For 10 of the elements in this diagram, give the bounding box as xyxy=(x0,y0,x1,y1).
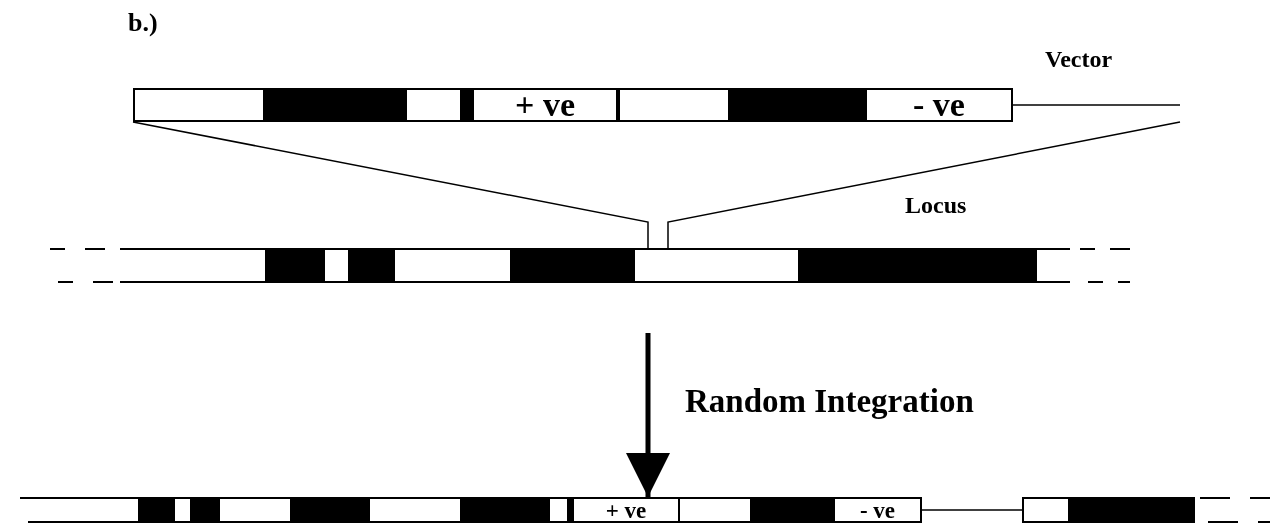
insertion-line xyxy=(667,121,1181,249)
sequence-label: Locus xyxy=(905,192,967,219)
marker-gene-box: - ve xyxy=(865,88,1013,122)
marker-gene-box: + ve xyxy=(572,497,680,523)
sequence-label: Vector xyxy=(1045,46,1113,73)
arrow xyxy=(626,333,670,497)
marker-gene-box: - ve xyxy=(833,497,922,523)
marker-gene-box: + ve xyxy=(472,88,618,122)
panel-label: b.) xyxy=(128,8,158,38)
insertion-line xyxy=(132,121,649,249)
